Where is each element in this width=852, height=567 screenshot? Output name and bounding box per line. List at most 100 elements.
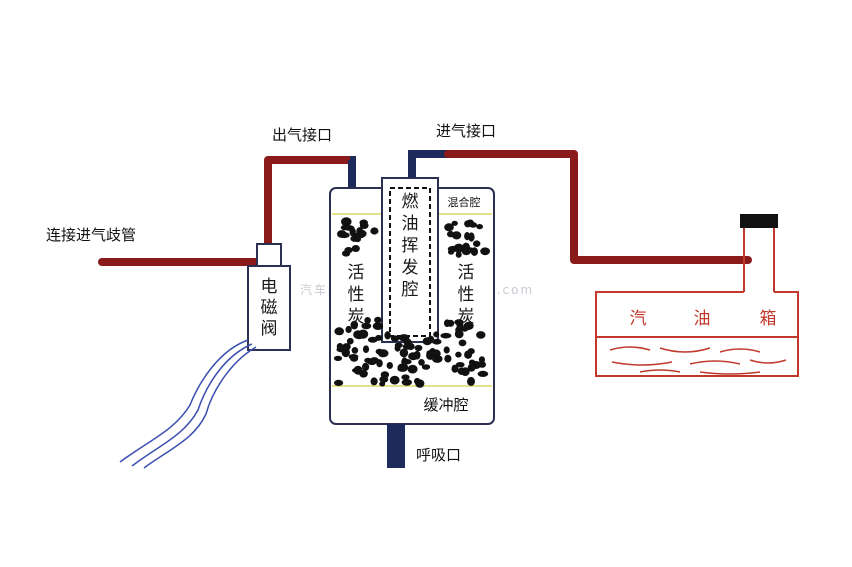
carbon-particle <box>407 364 418 374</box>
carbon-particle <box>444 223 454 232</box>
carbon-particle <box>440 332 452 339</box>
carbon-particle <box>476 224 483 230</box>
carbon-particle <box>455 251 462 258</box>
carbon-particle <box>361 322 372 330</box>
carbon-particle <box>399 348 409 358</box>
canister: 燃 油 挥 发 腔 混合腔 活 性 炭 活 性 炭 缓冲腔 <box>329 177 495 425</box>
carbon-particle <box>451 220 458 226</box>
carbon-particle <box>403 338 412 345</box>
carbon-particle <box>414 377 421 385</box>
carbon-particle <box>460 325 469 332</box>
carbon-particle <box>455 351 462 358</box>
evap-label-1: 燃 <box>402 192 419 212</box>
solenoid-label-2: 磁 <box>261 298 278 318</box>
carbon-particle <box>336 343 344 350</box>
carbon-right-label-1: 活 <box>458 263 475 283</box>
carbon-particle <box>374 316 382 324</box>
carbon-particle <box>467 363 476 372</box>
carbon-particle <box>384 331 391 340</box>
carbon-particle <box>418 359 425 366</box>
carbon-particle <box>362 362 370 371</box>
inlet-pipe <box>408 150 752 264</box>
carbon-particle <box>350 235 360 242</box>
carbon-particle <box>480 247 490 256</box>
carbon-right-label-3: 炭 <box>458 307 475 327</box>
carbon-particle <box>401 357 408 366</box>
carbon-particle <box>460 367 470 376</box>
evap-label-3: 挥 <box>402 236 419 256</box>
carbon-particle <box>367 359 377 366</box>
carbon-particle <box>341 217 352 227</box>
carbon-particle <box>462 242 470 252</box>
carbon-particle <box>455 326 462 335</box>
carbon-particle <box>389 375 400 385</box>
breath-port <box>387 424 405 468</box>
carbon-particle <box>478 361 487 368</box>
carbon-left-label-3: 炭 <box>348 307 365 327</box>
carbon-particle <box>386 362 393 369</box>
carbon-particle <box>432 338 442 345</box>
carbon-particle <box>473 240 481 247</box>
solenoid-label-3: 阀 <box>261 319 278 339</box>
carbon-particle <box>359 370 368 378</box>
evap-label-5: 腔 <box>402 280 419 300</box>
outlet-label: 出气接口 <box>272 126 332 144</box>
carbon-particle <box>377 349 389 358</box>
tank-label-3: 箱 <box>760 309 777 329</box>
carbon-particle <box>414 344 423 352</box>
carbon-particle <box>408 352 419 361</box>
carbon-particle <box>345 325 352 334</box>
carbon-particle <box>451 364 459 373</box>
carbon-particle <box>458 339 467 347</box>
tank-label-1: 汽 <box>630 309 647 329</box>
carbon-particle <box>444 354 452 363</box>
tank-label-2: 油 <box>694 309 711 329</box>
carbon-particle <box>351 347 359 354</box>
carbon-particle <box>455 362 465 368</box>
carbon-particle <box>342 343 351 351</box>
carbon-particle <box>467 376 475 386</box>
buffer-label: 缓冲腔 <box>423 396 468 414</box>
evap-label-2: 油 <box>402 214 419 234</box>
carbon-particle <box>451 231 462 240</box>
carbon-particle <box>344 247 353 254</box>
fuel-tank: 汽 油 箱 <box>595 214 799 377</box>
carbon-right-label-2: 性 <box>458 285 475 305</box>
solenoid-valve: 电 磁 阀 <box>119 243 291 469</box>
carbon-particle <box>469 222 477 228</box>
carbon-particle <box>364 317 371 324</box>
carbon-particle <box>421 364 431 370</box>
carbon-particle <box>433 331 440 338</box>
carbon-particle <box>351 245 360 252</box>
carbon-particle <box>443 319 451 328</box>
carbon-particle <box>394 344 401 352</box>
breath-label: 呼吸口 <box>416 446 461 464</box>
solenoid-label-1: 电 <box>261 277 278 297</box>
carbon-particle <box>370 227 379 235</box>
carbon-particle <box>397 366 408 372</box>
carbon-particle <box>454 319 464 326</box>
carbon-particle <box>390 335 400 342</box>
carbon-particle <box>370 377 378 386</box>
carbon-particle <box>350 320 359 330</box>
carbon-particle <box>476 331 486 339</box>
carbon-particle <box>443 346 450 354</box>
carbon-particle <box>344 225 355 231</box>
carbon-particle <box>333 355 343 361</box>
carbon-particle <box>334 327 345 336</box>
carbon-particle <box>477 370 489 377</box>
carbon-particle <box>348 354 359 360</box>
carbon-particle <box>464 232 471 241</box>
carbon-particle <box>401 379 412 386</box>
evap-label-4: 发 <box>402 258 419 278</box>
carbon-particle <box>422 337 432 346</box>
carbon-particle <box>334 379 344 386</box>
carbon-particle <box>427 351 439 357</box>
carbon-left-label-1: 活 <box>348 263 365 283</box>
carbon-particle <box>447 249 455 255</box>
outlet-pipe <box>264 156 356 250</box>
carbon-particles <box>333 217 490 388</box>
carbon-particle <box>380 371 390 379</box>
carbon-particle <box>402 343 413 350</box>
